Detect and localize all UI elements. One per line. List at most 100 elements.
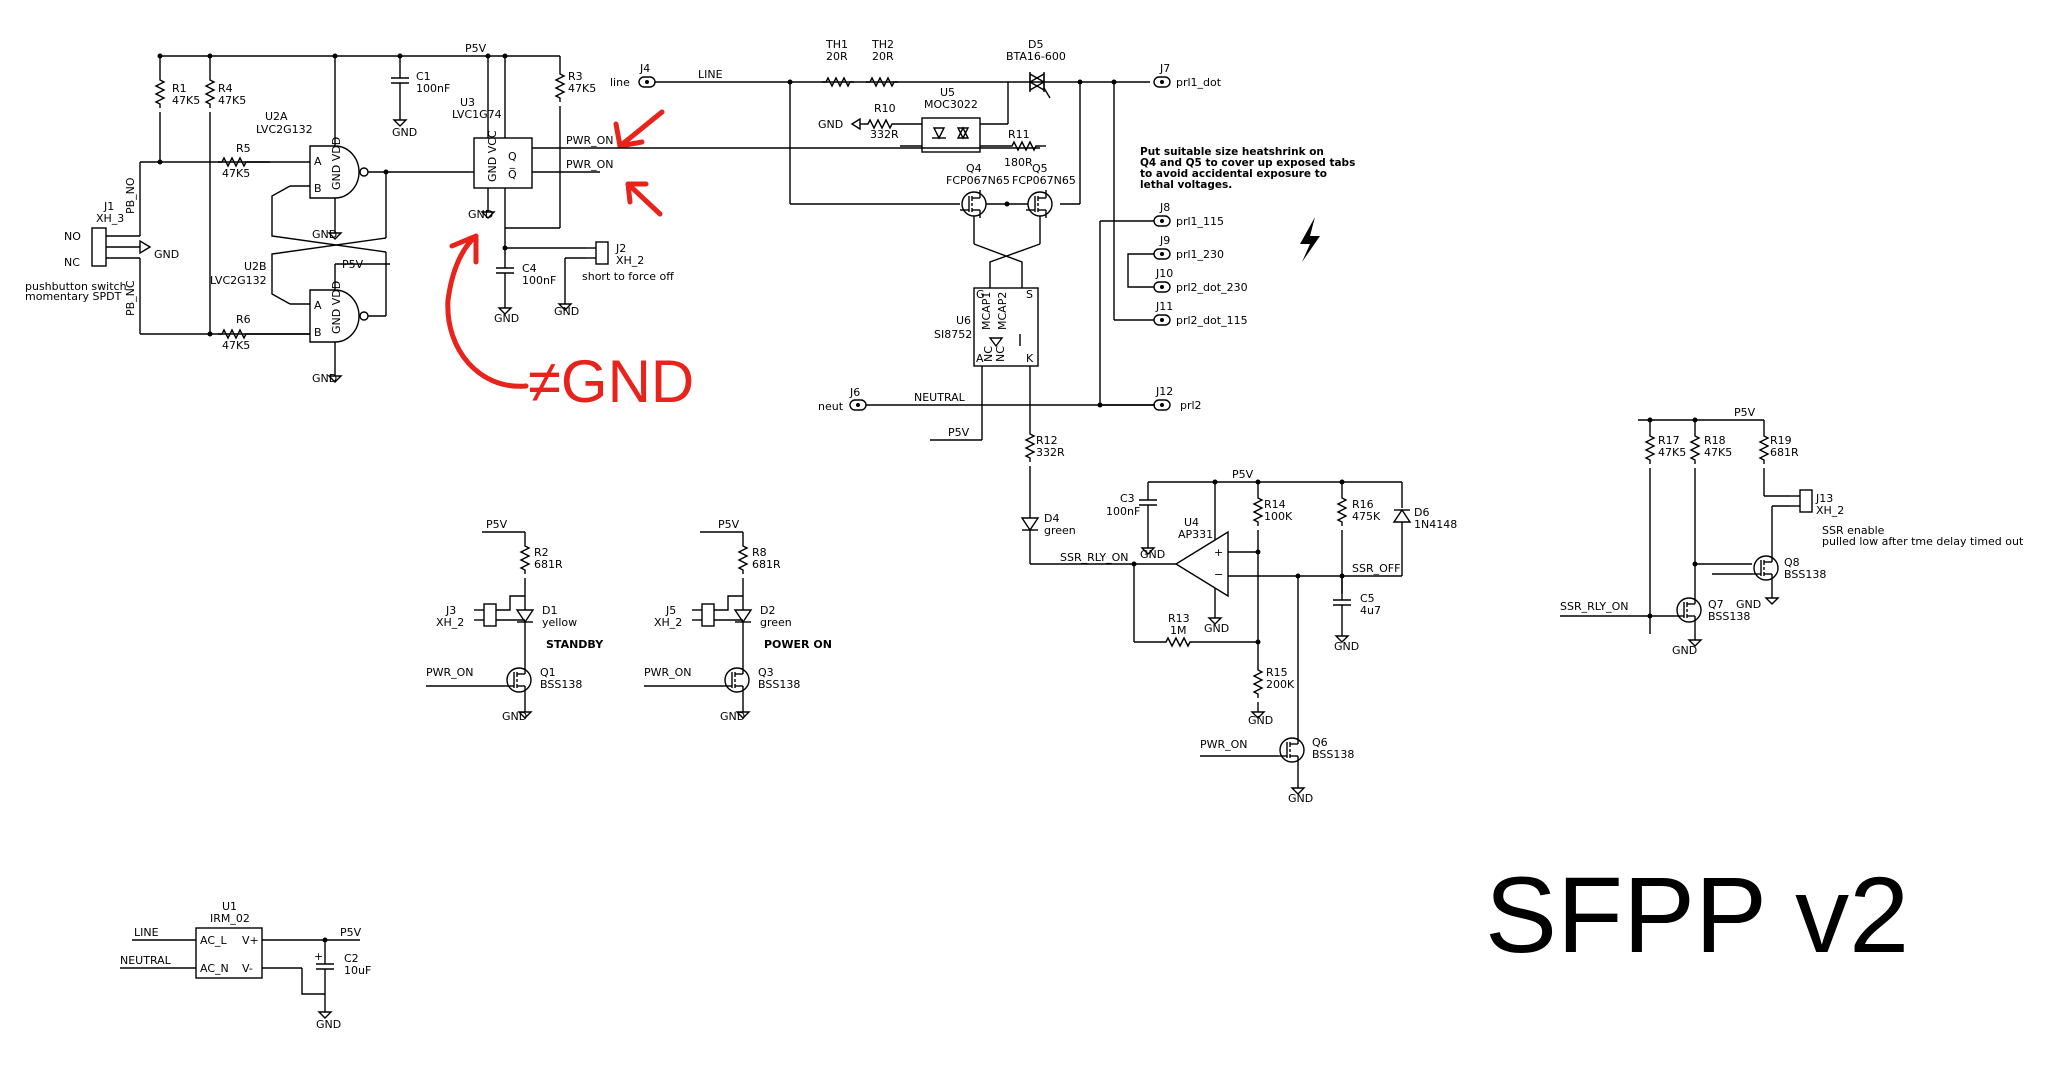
d4-value: green [1044,524,1076,537]
j6-ref: J6 [849,386,860,399]
j8-ref: J8 [1159,201,1170,214]
c2-value: 10uF [344,964,371,977]
j12-ref: J12 [1155,385,1173,398]
r2-value: 681R [534,558,563,571]
j10-ref: J10 [1155,267,1173,280]
d1-label: STANDBY [546,638,604,651]
c5-gnd-label: GND [1334,640,1359,653]
r15-gnd-label: GND [1248,714,1273,727]
c5-ref: C5 [1360,592,1375,605]
c1-ref: C1 [416,70,431,83]
p5v-label-d1: P5V [486,518,508,531]
j1-gnd-label: GND [154,248,179,261]
r10-ref: R10 [874,102,896,115]
pwr-on-label-2: PWR_ON [566,158,614,171]
resistor-r3: R3 47K5 [505,56,596,229]
neutral-net-label: NEUTRAL [914,391,966,404]
p5v-rail-u4: P5V [1148,468,1402,485]
j8-label: prl1_115 [1176,215,1224,228]
resistor-r13: R13 1M [1131,561,1258,647]
capacitor-c4: C4 100nF GND [494,245,556,325]
u6-value: SI8752 [934,328,972,341]
j9-label: prl1_230 [1176,248,1224,261]
r10-value: 332R [870,128,899,141]
u6-pin-nc2: NC [994,346,1007,362]
note-line-3: to avoid accidental exposure to [1140,168,1327,180]
j4-label: line [610,76,630,89]
u4-ref: U4 [1184,516,1199,529]
u3-gnd-vcc: GND VCC [486,130,499,182]
mosfet-q6: PWR_ON Q6 BSS138 GND [1200,573,1354,805]
th1-ref: TH1 [825,38,848,51]
r12-ref: R12 [1036,434,1058,447]
u2b-ref: U2B [244,260,267,273]
c1-value: 100nF [416,82,450,95]
u5-value: MOC3022 [924,98,978,111]
ic-u2b: U2B LVC2G132 A B GND VDD P5V GND [210,258,390,385]
u2a-pin-b: B [314,182,322,195]
j7-label: prl1_dot [1176,76,1222,89]
not-gnd-annotation: ≠GND [528,348,694,415]
u2b-gnd-label: GND [312,372,337,385]
psu-u1: U1 IRM_02 AC_L AC_N V+ V- LINE NEUTRAL P… [120,900,371,1031]
d6-ref: D6 [1414,506,1429,519]
u3-pin-qn: Q̅ [508,168,517,181]
u4-value: AP331 [1178,528,1213,541]
p5v-label-ssr: P5V [1734,406,1756,419]
j4-ref: J4 [639,62,650,75]
q8-value: BSS138 [1784,568,1826,581]
ssr-rly-on-label: SSR_RLY_ON [1060,551,1129,564]
r2-ref: R2 [534,546,549,559]
j3-value: XH_2 [436,616,464,629]
u3-ref: U3 [460,96,475,109]
diode-d6: D6 1N4148 SSR_OFF [1342,482,1457,577]
r3-value: 47K5 [568,82,596,95]
c2-ref: C2 [344,952,359,965]
r11-value: 180R [1004,156,1033,169]
c3-gnd-label: GND [1140,548,1165,561]
u1-neutral-label: NEUTRAL [120,954,172,967]
mosfet-q5: Q5 FCP067N65 [986,162,1076,244]
schematic-title: SFPP v2 [1485,854,1909,975]
triac-d5: D5 BTA16-600 [1006,38,1117,124]
standby-led-circuit: P5V R2 681R J3 XH_2 D1 yellow STANDBY PW… [426,518,604,723]
r17-value: 47K5 [1658,446,1686,459]
u4-minus: − [1214,568,1223,581]
j2-ref: J2 [615,242,626,255]
p5v-rail: P5V [157,42,560,59]
connector-j1: J1 XH_3 NO NC pushbutton switch momentar… [25,200,179,303]
r19-value: 681R [1770,446,1799,459]
u2b-gnd-vdd: GND VDD [330,281,343,334]
c4-gnd-label: GND [494,312,519,325]
q3-value: BSS138 [758,678,800,691]
c2-plus: + [314,950,323,963]
j2-gnd-label: GND [554,305,579,318]
u2a-pin-a: A [314,155,322,168]
r14-ref: R14 [1264,498,1286,511]
r19-ref: R19 [1770,434,1792,447]
j13-ref: J13 [1815,492,1833,505]
r8-value: 681R [752,558,781,571]
j5-value: XH_2 [654,616,682,629]
j13-desc-1: SSR enable [1822,524,1885,537]
j6-label: neut [818,400,844,413]
r5-ref: R5 [236,142,251,155]
d1-value: yellow [542,616,577,629]
u1-value: IRM_02 [210,912,250,925]
u6-pin-k: K [1026,352,1034,365]
u1-line-label: LINE [134,926,159,939]
r8-ref: R8 [752,546,767,559]
thermistor-th1: TH1 20R [821,38,855,87]
note-line-2: Q4 and Q5 to cover up exposed tabs [1140,157,1355,169]
c4-ref: C4 [522,262,537,275]
q1-value: BSS138 [540,678,582,691]
q3-ref: Q3 [758,666,774,679]
j1-ref: J1 [103,200,114,213]
u2b-pin-a: A [314,299,322,312]
j11-label: prl2_dot_115 [1176,314,1248,327]
mosfet-gate-crossing [973,243,1041,288]
q1-pwr-on-label: PWR_ON [426,666,474,679]
q6-pwr-on-label: PWR_ON [1200,738,1248,751]
u1-p5v-label: P5V [340,926,362,939]
line-net-label: LINE [698,68,723,81]
